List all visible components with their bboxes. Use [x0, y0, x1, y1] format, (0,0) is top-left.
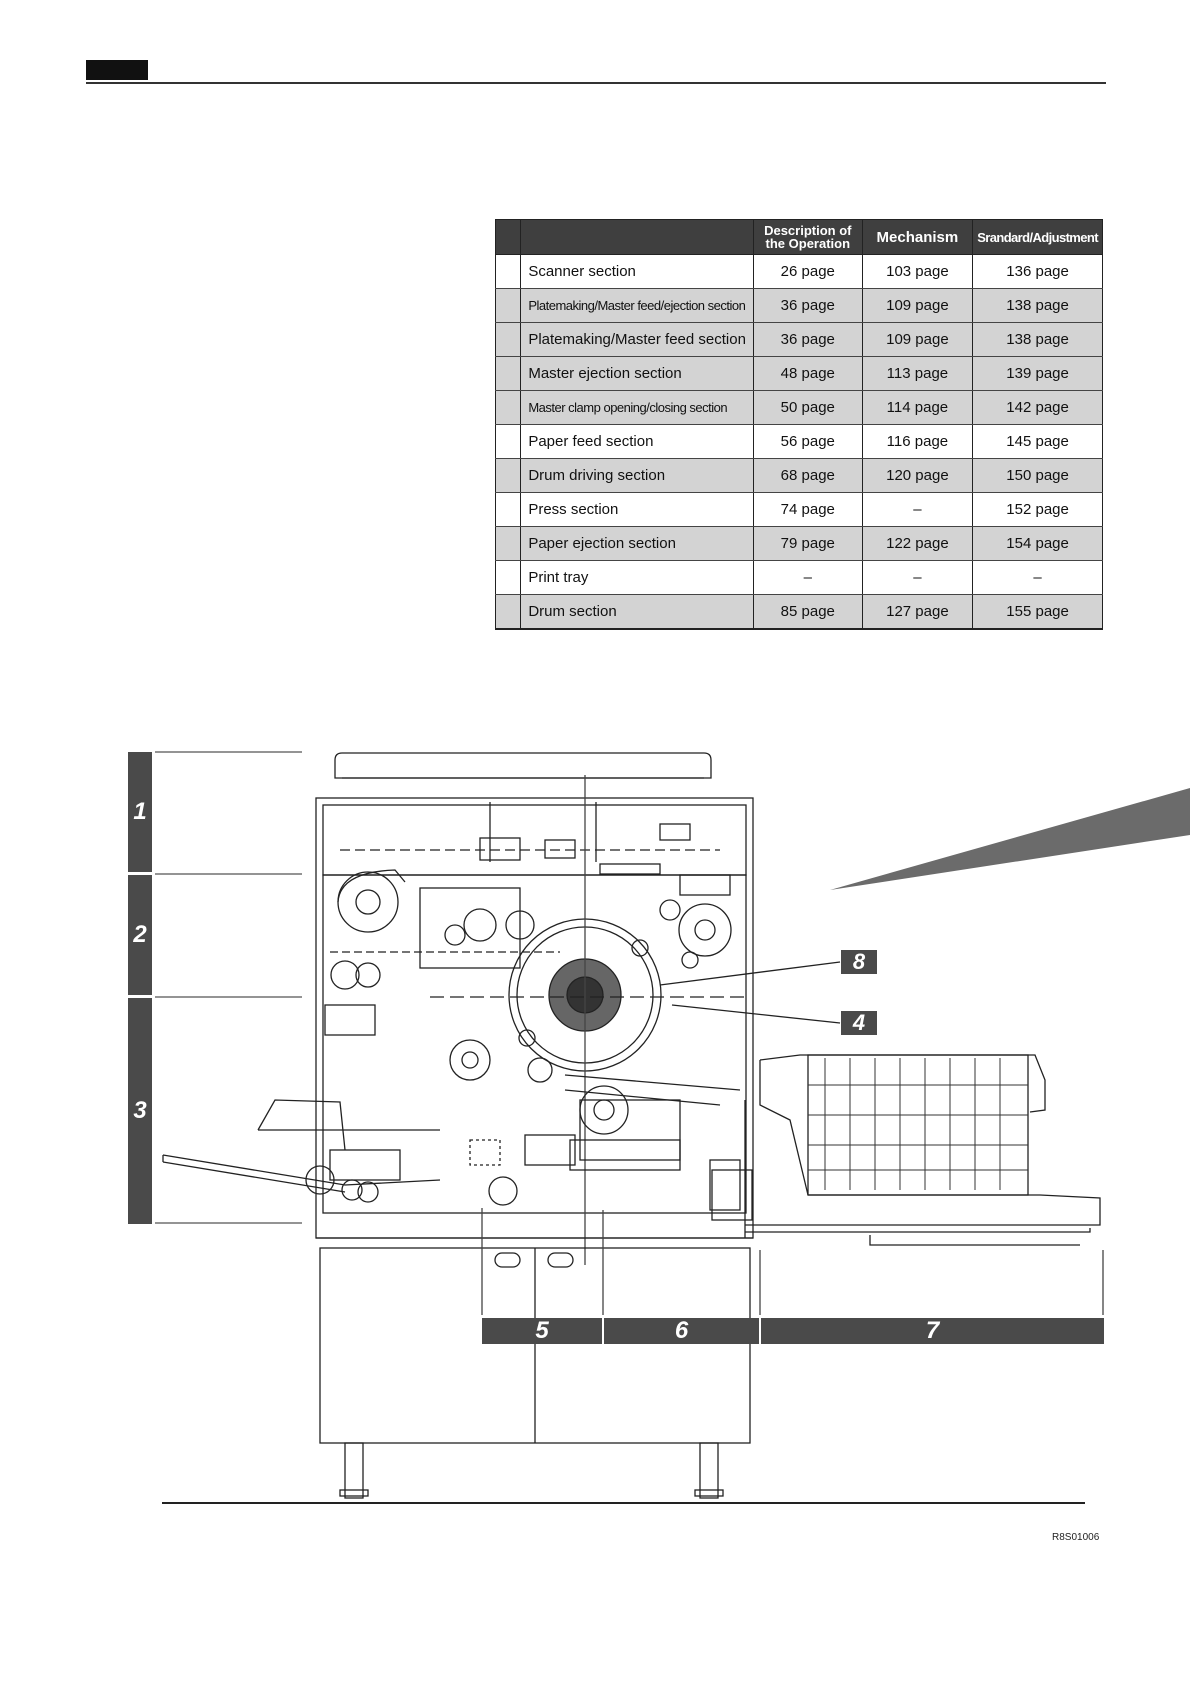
header-description: Description of the Operation [752, 219, 863, 255]
bottom-tab-6: 6 [604, 1317, 759, 1344]
description-cell: 36 page [752, 288, 863, 323]
section-cell: Platemaking/Master feed section [520, 322, 754, 357]
header-mechanism: Mechanism [861, 219, 974, 255]
side-tab-3: 3 [128, 998, 152, 1224]
section-cell: Master ejection section [520, 356, 754, 391]
row-number-cell [494, 322, 522, 357]
figure-code: R8S01006 [1052, 1532, 1100, 1543]
header-block [86, 60, 148, 80]
section-cell: Drum driving section [520, 458, 754, 493]
description-cell: 48 page [752, 356, 863, 391]
table-header-row: Description of the Operation Mechanism S… [494, 219, 1103, 255]
section-cell: Drum section [520, 594, 754, 630]
row-number-cell [494, 560, 522, 595]
bottom-tab-5: 5 [482, 1317, 602, 1344]
table-row: Paper feed section 56 page 116 page 145 … [494, 424, 1103, 459]
mechanism-cell: 116 page [861, 424, 974, 459]
table-row: Drum driving section 68 page 120 page 15… [494, 458, 1103, 493]
description-cell: 50 page [752, 390, 863, 425]
description-cell: 26 page [752, 254, 863, 289]
table-row: Drum section 85 page 127 page 155 page [494, 594, 1103, 630]
mechanism-cell: 122 page [861, 526, 974, 561]
standard-cell: 155 page [972, 594, 1103, 630]
description-cell: 56 page [752, 424, 863, 459]
mechanism-cell: 127 page [861, 594, 974, 630]
header-rule [86, 82, 1106, 84]
header-blank [494, 219, 522, 255]
description-cell: 85 page [752, 594, 863, 630]
standard-cell: 136 page [972, 254, 1103, 289]
section-cell: Press section [520, 492, 754, 527]
row-number-cell [494, 526, 522, 561]
section-cell: Paper ejection section [520, 526, 754, 561]
pointer-wedge [830, 788, 1190, 890]
standard-cell: 142 page [972, 390, 1103, 425]
row-number-cell [494, 288, 522, 323]
row-number-cell [494, 254, 522, 289]
mechanism-cell: 109 page [861, 322, 974, 357]
section-cell: Platemaking/Master feed/ejection section [520, 288, 754, 323]
standard-cell: 138 page [972, 322, 1103, 357]
table-row: Master ejection section 48 page 113 page… [494, 356, 1103, 391]
callout-8: 8 [841, 949, 877, 974]
section-reference-table: Description of the Operation Mechanism S… [494, 219, 1103, 630]
mechanism-cell: 103 page [861, 254, 974, 289]
bottom-tab-7: 7 [761, 1317, 1104, 1344]
standard-cell: 138 page [972, 288, 1103, 323]
row-number-cell [494, 594, 522, 630]
section-cell: Paper feed section [520, 424, 754, 459]
mechanism-cell: 114 page [861, 390, 974, 425]
standard-cell: 139 page [972, 356, 1103, 391]
table-row: Paper ejection section 79 page 122 page … [494, 526, 1103, 561]
table-row: Platemaking/Master feed/ejection section… [494, 288, 1103, 323]
row-number-cell [494, 390, 522, 425]
table-row: Platemaking/Master feed section 36 page … [494, 322, 1103, 357]
side-tab-1: 1 [128, 752, 152, 872]
standard-cell: 150 page [972, 458, 1103, 493]
row-number-cell [494, 356, 522, 391]
header-section [520, 219, 754, 255]
callout-4: 4 [841, 1010, 877, 1035]
table-row: Print tray – – – [494, 560, 1103, 595]
row-number-cell [494, 458, 522, 493]
standard-cell: 152 page [972, 492, 1103, 527]
table-row: Press section 74 page – 152 page [494, 492, 1103, 527]
standard-cell: – [972, 560, 1103, 595]
description-cell: 79 page [752, 526, 863, 561]
side-tab-2: 2 [128, 875, 152, 995]
description-cell: 74 page [752, 492, 863, 527]
description-cell: – [752, 560, 863, 595]
section-cell: Print tray [520, 560, 754, 595]
description-cell: 68 page [752, 458, 863, 493]
mechanism-cell: 113 page [861, 356, 974, 391]
header-standard-adjustment: Srandard/Adjustment [972, 219, 1103, 255]
description-cell: 36 page [752, 322, 863, 357]
